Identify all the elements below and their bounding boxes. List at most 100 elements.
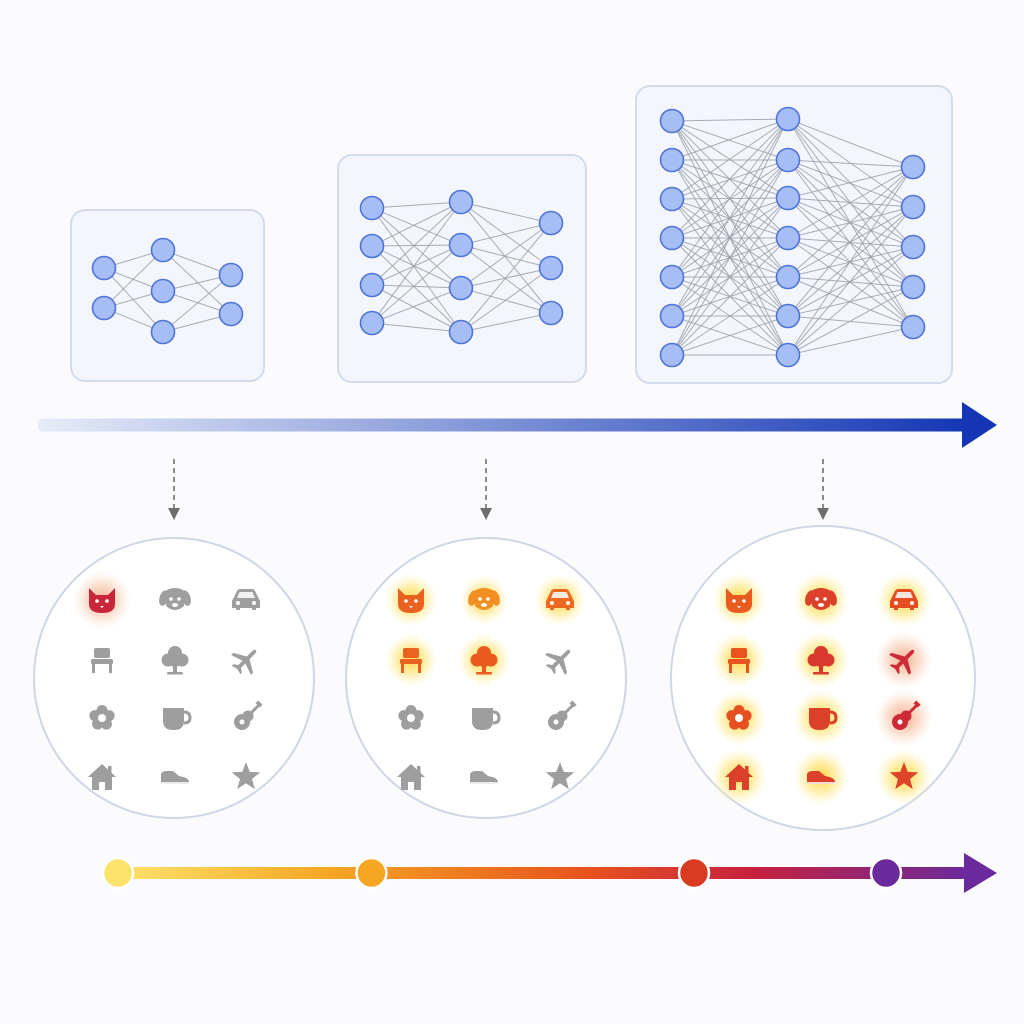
star-icon: [545, 762, 575, 790]
network-edge: [371, 207, 462, 289]
network-edge: [371, 201, 462, 209]
flower-icon: [726, 705, 752, 730]
concept-cell: [711, 690, 767, 746]
concept-cell: [232, 589, 260, 610]
network-node: [359, 195, 385, 221]
concept-cell: [533, 573, 587, 627]
network-node: [91, 295, 117, 321]
scale-arrow-shaft: [37, 418, 968, 432]
network-edge: [671, 118, 789, 317]
concept-cell: [384, 573, 438, 627]
network-edge: [460, 244, 552, 269]
network-edge: [787, 159, 914, 168]
network-edge: [787, 166, 914, 278]
concept-cell: [545, 762, 575, 790]
guitar-icon: [548, 700, 577, 730]
network-edge: [787, 159, 914, 248]
network-node: [359, 233, 385, 259]
concept-cell: [712, 573, 766, 627]
network-edges: [671, 118, 914, 356]
network-edge: [671, 118, 789, 239]
network-edge: [371, 207, 462, 333]
cup-icon: [472, 708, 501, 730]
network-node: [900, 274, 926, 300]
concept-cell: [875, 748, 933, 806]
dog-icon: [159, 588, 191, 610]
network-edge: [460, 222, 552, 333]
network-edge: [671, 118, 789, 122]
dog-icon: [805, 588, 837, 610]
network-edge: [460, 201, 552, 314]
progress-scale-markers: [101, 856, 903, 890]
network-edge: [371, 244, 462, 247]
concepts-large: [670, 525, 976, 831]
network-node: [150, 237, 176, 263]
concept-cell: [88, 764, 116, 790]
network-node: [538, 300, 564, 326]
network-edge: [671, 159, 789, 200]
model-scale-arrow: [37, 402, 997, 448]
network-node: [448, 189, 474, 215]
network-node: [659, 186, 685, 212]
network-edge: [787, 159, 914, 288]
network-nodes: [359, 189, 564, 345]
network-node: [900, 194, 926, 220]
network-edge: [671, 315, 789, 356]
concept-cell: [89, 705, 115, 730]
concept-cell: [161, 771, 189, 784]
scale-arrow-head: [962, 402, 997, 448]
cat-icon: [726, 588, 752, 613]
network-node: [448, 275, 474, 301]
dashed-connector-head: [168, 508, 180, 520]
network-edge: [371, 207, 462, 246]
network-edge: [787, 206, 914, 356]
tree-icon: [470, 646, 498, 675]
network-node: [775, 303, 801, 329]
progress-marker: [869, 856, 903, 890]
network-node: [538, 255, 564, 281]
network-node: [218, 262, 244, 288]
shoe-icon: [470, 771, 498, 784]
network-edge: [671, 118, 789, 278]
small-network-panel: [70, 209, 265, 382]
network-node: [775, 106, 801, 132]
car-icon: [890, 589, 918, 610]
dog-icon: [468, 588, 500, 610]
progress-scale-arrow-head: [964, 853, 997, 893]
progress-scale: [101, 853, 997, 893]
concept-cell: [72, 570, 132, 630]
concept-cell: [470, 771, 498, 784]
dashed-connector-head: [817, 508, 829, 520]
network-edge: [371, 245, 462, 333]
concept-cell: [457, 633, 511, 687]
network-edge: [671, 118, 789, 356]
network-edge: [787, 166, 914, 356]
network-edge: [371, 201, 462, 247]
shoe-icon: [807, 771, 835, 784]
network-edge: [671, 197, 789, 356]
network-edge: [671, 118, 789, 161]
concept-groups: [33, 525, 976, 831]
network-edge: [787, 166, 914, 239]
network-edge: [371, 244, 462, 286]
guitar-icon: [892, 700, 921, 730]
network-node: [659, 342, 685, 368]
network-edge: [787, 166, 914, 317]
network-node: [900, 314, 926, 340]
airplane-icon: [545, 649, 571, 675]
network-edge: [787, 166, 914, 199]
network-node: [659, 147, 685, 173]
car-icon: [232, 589, 260, 610]
flower-icon: [89, 705, 115, 730]
concept-cell: [234, 700, 263, 730]
network-node: [775, 147, 801, 173]
concept-cell: [792, 748, 850, 806]
network-edge: [787, 159, 914, 328]
progress-scale-bar: [118, 867, 968, 879]
network-node: [150, 278, 176, 304]
network-nodes: [659, 106, 926, 368]
network-node: [218, 301, 244, 327]
network-node: [359, 310, 385, 336]
network-edge: [371, 201, 462, 324]
